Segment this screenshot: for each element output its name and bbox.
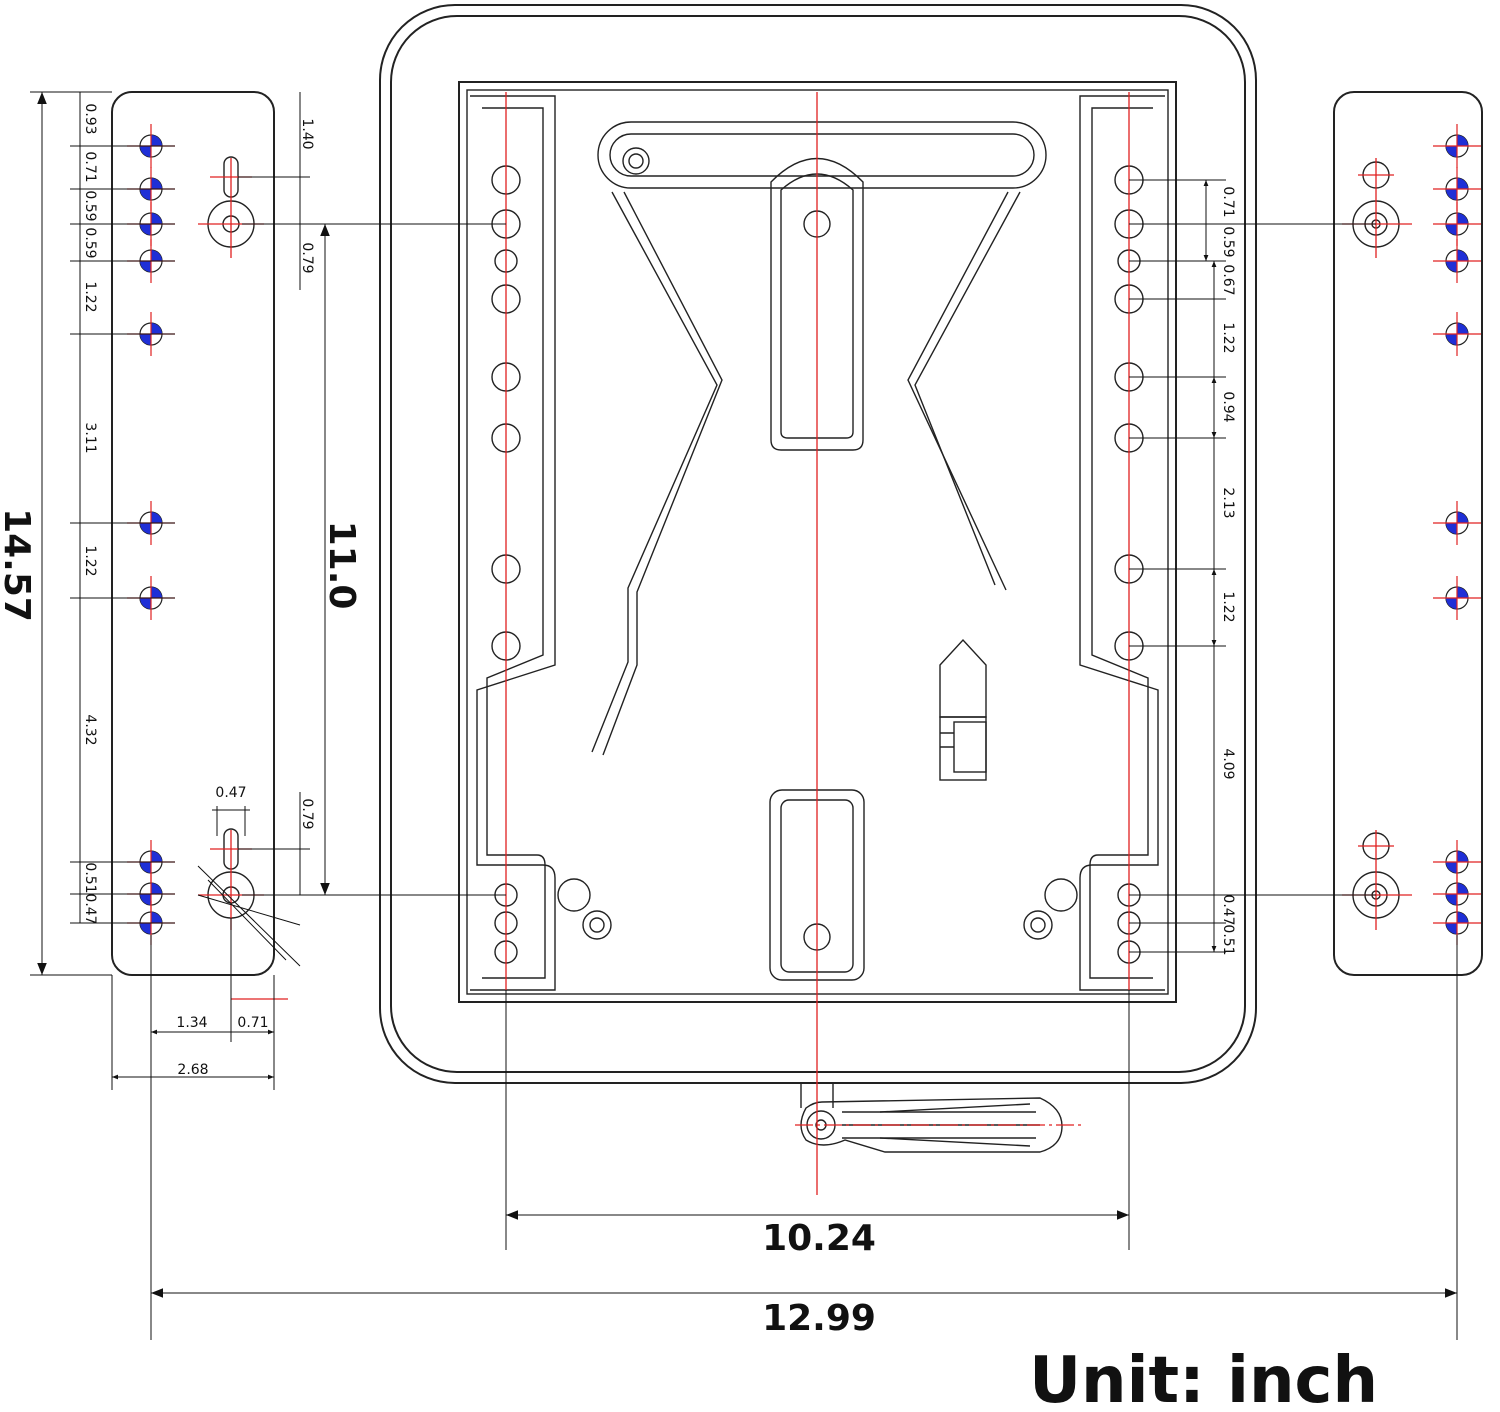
dim-overall-width: 12.99 <box>762 1298 876 1339</box>
dim-left-bottom-2: 0.47 <box>215 785 246 801</box>
dim-inner-width: 10.24 <box>762 1218 876 1259</box>
dim-right-1: 0.71 <box>1220 186 1236 217</box>
dim-left-top-1: 1.40 <box>299 118 315 149</box>
dim-left-top-2: 0.79 <box>299 242 315 273</box>
dim-left-v5: 1.22 <box>82 281 98 312</box>
dim-left-v3: 0.59 <box>82 190 98 221</box>
dim-right-7: 1.22 <box>1220 591 1236 622</box>
hole-marker-icon <box>1433 576 1481 620</box>
unit-label: Unit: inch <box>1029 1344 1378 1412</box>
center-lines <box>505 92 1130 1195</box>
hole-marker-icon <box>1433 312 1481 356</box>
hole-marker-icon <box>1433 840 1481 884</box>
dim-right-6: 2.13 <box>1220 487 1236 518</box>
dimension-labels: 14.57 11.0 10.24 12.99 0.93 0.71 0.59 0.… <box>0 103 1236 1339</box>
dim-left-v10: 0.47 <box>82 893 98 924</box>
main-tray <box>379 4 1257 1153</box>
hole-marker-icon <box>1433 501 1481 545</box>
left-mounting-plate <box>111 91 301 1000</box>
dim-left-v9: 0.51 <box>82 862 98 893</box>
dimension-lines <box>30 91 1458 1340</box>
hole-marker-icon <box>1433 124 1481 168</box>
hole-marker-icon <box>1433 167 1481 211</box>
dim-right-8: 4.09 <box>1220 748 1236 779</box>
dim-right-3: 0.67 <box>1220 264 1236 295</box>
hole-marker-icon <box>1433 239 1481 283</box>
hole-marker-icon <box>1433 901 1481 945</box>
dim-left-v4: 0.59 <box>82 227 98 258</box>
dim-left-v8: 4.32 <box>82 714 98 745</box>
dim-overall-height: 14.57 <box>0 508 37 622</box>
dim-right-9: 0.47 <box>1220 894 1236 925</box>
dim-left-v1: 0.93 <box>82 103 98 134</box>
dim-left-h3: 2.68 <box>177 1062 208 1078</box>
dim-left-v7: 1.22 <box>82 545 98 576</box>
dim-right-5: 0.94 <box>1220 391 1236 422</box>
dim-left-h2: 0.71 <box>237 1015 268 1031</box>
dim-left-h1: 1.34 <box>176 1015 207 1031</box>
hole-marker-icon <box>1433 202 1481 246</box>
dim-left-v2: 0.71 <box>82 151 98 182</box>
dim-right-10: 0.51 <box>1220 924 1236 955</box>
dim-left-bottom-1: 0.79 <box>299 798 315 829</box>
dim-left-v6: 3.11 <box>82 422 98 453</box>
dim-right-2: 0.59 <box>1220 226 1236 257</box>
dim-right-4: 1.22 <box>1220 322 1236 353</box>
dim-inner-height: 11.0 <box>321 521 362 610</box>
